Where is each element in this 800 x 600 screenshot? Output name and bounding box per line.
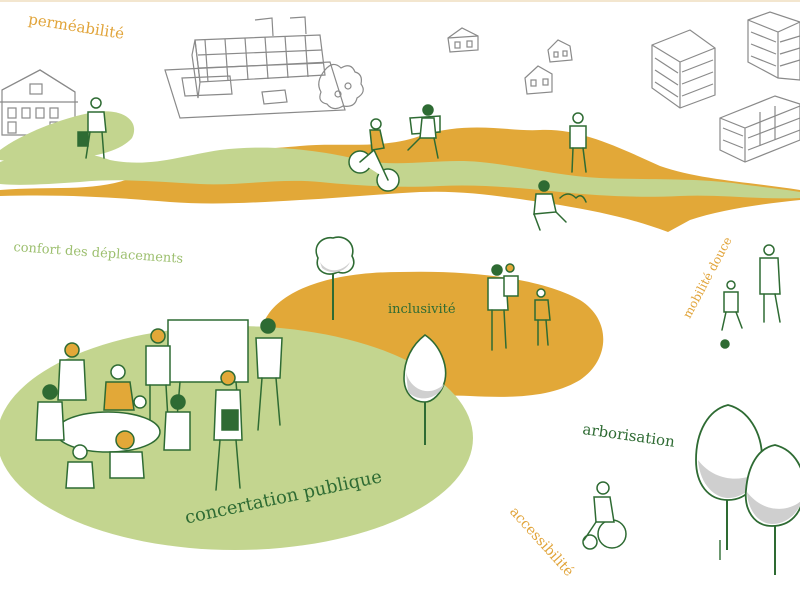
- building-center: [164, 16, 346, 119]
- person-wheelchair: [582, 481, 627, 550]
- small-house-2: [547, 39, 573, 63]
- person-family: [487, 263, 551, 351]
- person-presenter-2: [255, 318, 283, 431]
- small-house-3: [524, 65, 553, 95]
- group-at-table: [35, 342, 191, 489]
- tree-small-1: [315, 236, 355, 320]
- path-band-green: [0, 147, 800, 199]
- person-on-bench: [407, 104, 441, 159]
- person-listener: [213, 370, 243, 491]
- presentation-board: [167, 319, 249, 431]
- buildings: [0, 11, 800, 163]
- person-standing: [569, 112, 587, 173]
- label-inclusivite: inclusivité: [388, 302, 456, 317]
- small-house-1: [447, 27, 479, 53]
- top-border: [0, 0, 800, 2]
- person-mother-child: [720, 244, 781, 349]
- apartment-block-3: [719, 95, 800, 163]
- apartment-block-2: [747, 11, 800, 81]
- person-walker: [77, 97, 107, 159]
- tree-large-1: [695, 404, 763, 560]
- person-cyclist: [348, 118, 400, 192]
- person-presenter-1: [145, 328, 171, 421]
- people: [35, 97, 781, 550]
- person-gardening: [533, 180, 587, 231]
- tree-small-2: [403, 334, 447, 445]
- shrubs: [318, 63, 364, 110]
- tree-large-2: [744, 444, 800, 575]
- apartment-block-1: [651, 29, 716, 109]
